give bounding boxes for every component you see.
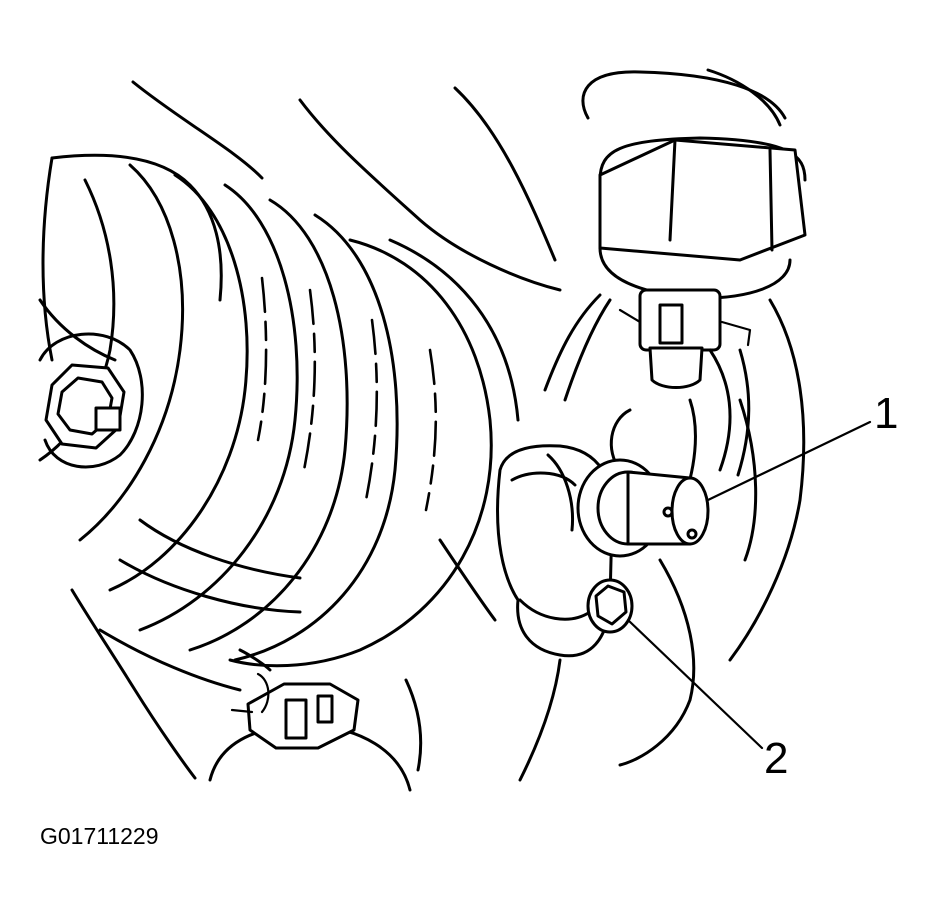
leader-line-2 [626, 618, 764, 750]
callout-2-label: 2 [764, 734, 788, 783]
leader-line-1 [706, 420, 872, 502]
left-hex-nut [38, 332, 144, 469]
upper-hex-fitting [598, 136, 807, 300]
leader-lines [626, 420, 872, 750]
lower-castle-nut [208, 648, 423, 792]
figure-id: G01711229 [40, 823, 159, 849]
background-frame-lines [38, 68, 806, 782]
sensor [576, 458, 710, 558]
mounting-bolt [586, 578, 634, 634]
electrical-connector [543, 288, 752, 512]
callout-1-label: 1 [874, 389, 898, 438]
